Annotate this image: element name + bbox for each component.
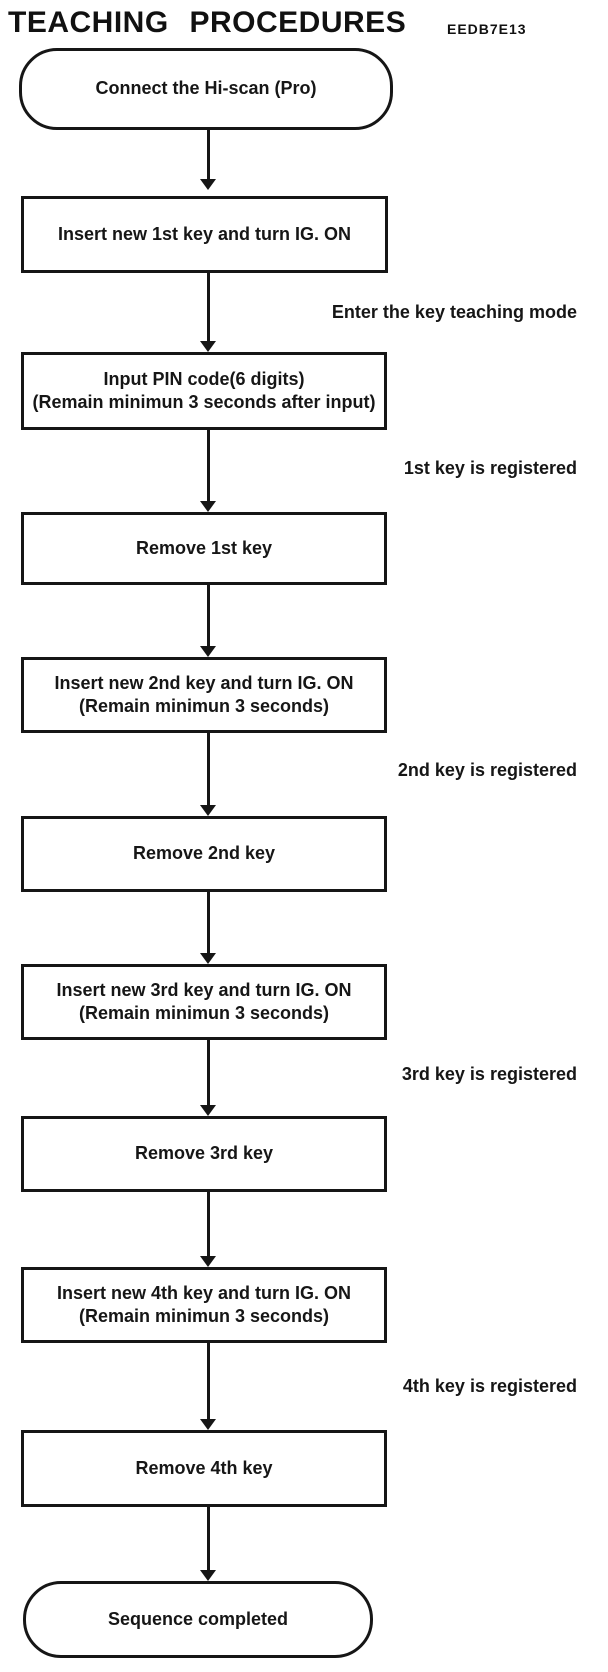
flow-node-remove-2nd-key: Remove 2nd key (21, 816, 387, 892)
arrow-shaft (206, 1192, 210, 1258)
arrow-down-icon (200, 273, 216, 352)
arrow-down-icon (200, 1343, 216, 1430)
arrow-down-icon (200, 733, 216, 816)
flow-node-sequence-completed: Sequence completed (23, 1581, 373, 1658)
arrow-head (200, 341, 216, 352)
flow-node-insert-2nd-key: Insert new 2nd key and turn IG. ON (Rema… (21, 657, 387, 733)
arrow-head (200, 1256, 216, 1267)
node-label: Insert new 1st key and turn IG. ON (57, 223, 352, 244)
arrow-down-icon (200, 1192, 216, 1267)
arrow-shaft (206, 273, 210, 343)
node-sublabel: (Remain minimun 3 seconds) (78, 696, 330, 716)
edge-label-3rd-key-registered: 3rd key is registered (401, 1064, 577, 1084)
node-label: Insert new 4th key and turn IG. ON (56, 1282, 352, 1303)
flow-node-input-pin-code: Input PIN code(6 digits) (Remain minimun… (21, 352, 387, 430)
node-label: Insert new 2nd key and turn IG. ON (54, 672, 354, 693)
arrow-down-icon (200, 892, 216, 964)
page-title: TEACHING PROCEDURES (8, 6, 407, 39)
arrow-down-icon (200, 585, 216, 657)
edge-label-4th-key-registered: 4th key is registered (402, 1376, 577, 1396)
arrow-shaft (206, 1343, 210, 1421)
arrow-head (200, 646, 216, 657)
arrow-down-icon (200, 1507, 216, 1581)
node-label: Remove 3rd key (134, 1143, 274, 1164)
flow-node-remove-1st-key: Remove 1st key (21, 512, 387, 585)
node-label: Sequence completed (107, 1608, 289, 1629)
arrow-shaft (206, 585, 210, 648)
node-sublabel: (Remain minimun 3 seconds after input) (32, 392, 376, 412)
flow-node-remove-4th-key: Remove 4th key (21, 1430, 387, 1507)
node-sublabel: (Remain minimun 3 seconds) (78, 1003, 330, 1023)
node-label: Remove 4th key (135, 1457, 273, 1478)
edge-label-2nd-key-registered: 2nd key is registered (397, 760, 577, 780)
arrow-head (200, 1105, 216, 1116)
flow-node-insert-1st-key: Insert new 1st key and turn IG. ON (21, 196, 388, 273)
node-sublabel: (Remain minimun 3 seconds) (78, 1306, 330, 1326)
arrow-shaft (206, 130, 210, 181)
arrow-shaft (206, 1040, 210, 1107)
arrow-head (200, 1419, 216, 1430)
arrow-down-icon (200, 130, 216, 190)
flow-node-remove-3rd-key: Remove 3rd key (21, 1116, 387, 1192)
flow-node-connect-hiscan: Connect the Hi-scan (Pro) (19, 48, 393, 130)
arrow-head (200, 1570, 216, 1581)
arrow-shaft (206, 430, 210, 503)
flow-node-insert-3rd-key: Insert new 3rd key and turn IG. ON (Rema… (21, 964, 387, 1040)
node-label: Input PIN code(6 digits) (103, 368, 305, 389)
arrow-head (200, 179, 216, 190)
edge-label-1st-key-registered: 1st key is registered (403, 458, 577, 478)
arrow-head (200, 501, 216, 512)
arrow-down-icon (200, 430, 216, 512)
arrow-head (200, 805, 216, 816)
arrow-shaft (206, 733, 210, 807)
arrow-shaft (206, 892, 210, 955)
flow-node-insert-4th-key: Insert new 4th key and turn IG. ON (Rema… (21, 1267, 387, 1343)
document-code: EEDB7E13 (447, 21, 527, 37)
node-label: Connect the Hi-scan (Pro) (95, 78, 317, 99)
node-label: Insert new 3rd key and turn IG. ON (56, 979, 352, 1000)
node-label: Remove 2nd key (132, 843, 276, 864)
arrow-down-icon (200, 1040, 216, 1116)
arrow-shaft (206, 1507, 210, 1572)
arrow-head (200, 953, 216, 964)
node-label: Remove 1st key (135, 537, 273, 558)
edge-label-enter-teaching-mode: Enter the key teaching mode (331, 302, 577, 322)
